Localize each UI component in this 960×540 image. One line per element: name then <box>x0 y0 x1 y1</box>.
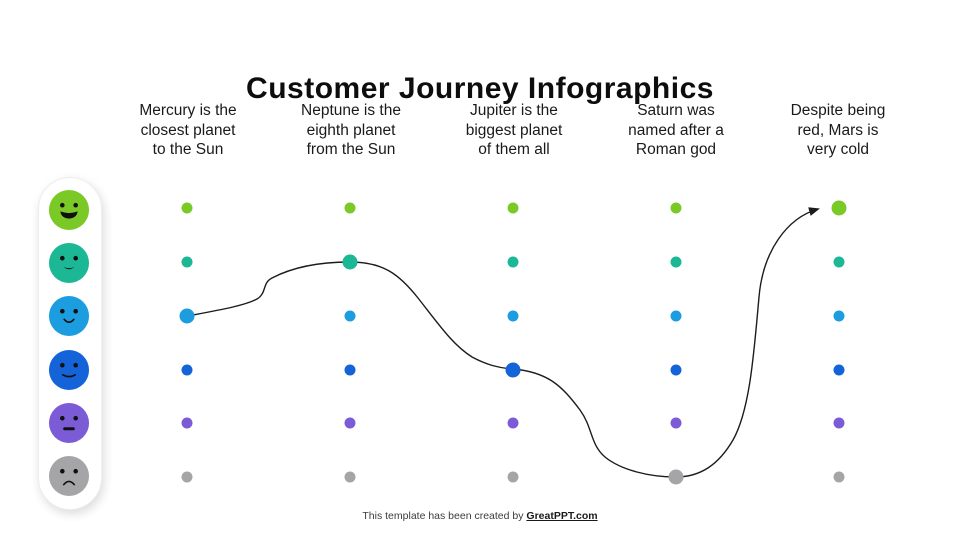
grid-dot <box>344 364 356 375</box>
footer-link[interactable]: GreatPPT.com <box>526 510 598 522</box>
face-pleased-icon <box>48 295 90 337</box>
grid-dot <box>344 471 356 483</box>
journey-stop-dot <box>505 362 521 377</box>
grid-dot <box>507 310 519 322</box>
page-title: Customer Journey Infographics <box>246 72 714 106</box>
grid-dot <box>670 417 682 429</box>
grid-dot <box>344 202 356 214</box>
grid-dot <box>507 417 519 429</box>
column-header-mars: Despite being red, Mars is very cold <box>790 102 886 159</box>
footer-text: This template has been created by <box>362 510 527 522</box>
column-header-mercury: Mercury is the closest planet to the Sun <box>139 102 237 159</box>
grid-dot <box>507 202 519 214</box>
column-header-jupiter: Jupiter is the biggest planet of them al… <box>465 102 563 159</box>
footer-credit: This template has been created by GreatP… <box>0 510 960 522</box>
grid-dot <box>833 256 845 268</box>
face-content-icon <box>48 349 90 391</box>
journey-stop-dot <box>179 308 195 324</box>
journey-stop-dot <box>831 200 847 216</box>
grid-dot <box>833 417 845 429</box>
face-happy-icon <box>48 242 90 284</box>
grid-dot <box>181 417 193 429</box>
journey-path <box>192 207 820 478</box>
grid-dot <box>344 417 356 429</box>
grid-dot <box>833 364 845 375</box>
journey-stop-dot <box>668 469 684 485</box>
face-very-happy-icon <box>48 189 90 231</box>
grid-dot <box>670 202 682 214</box>
grid-dot <box>181 471 193 483</box>
journey-stop-dot <box>342 254 358 270</box>
grid-dot <box>833 471 845 483</box>
grid-dot <box>181 364 193 375</box>
grid-dot <box>507 471 519 483</box>
grid-dot <box>833 310 845 322</box>
grid-dot <box>670 364 682 375</box>
grid-dot <box>670 310 682 322</box>
column-header-saturn: Saturn was named after a Roman god <box>628 102 724 159</box>
grid-dot <box>507 256 519 268</box>
grid-dot <box>344 310 356 322</box>
grid-dot <box>670 256 682 268</box>
face-sad-icon <box>48 455 90 497</box>
grid-dot <box>181 256 193 268</box>
face-neutral-icon <box>48 402 90 444</box>
column-header-neptune: Neptune is the eighth planet from the Su… <box>301 102 401 159</box>
grid-dot <box>181 202 193 214</box>
mood-scale-pill <box>38 177 102 510</box>
